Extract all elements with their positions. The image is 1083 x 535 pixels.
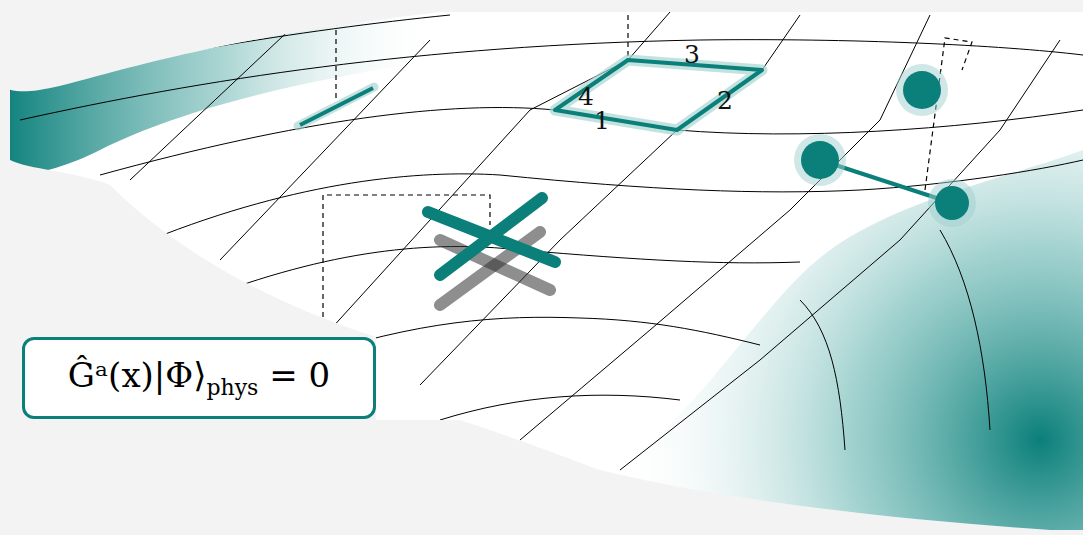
- link-number: 3: [684, 42, 700, 67]
- gauss-law-equation: Ĝᵃ(x)|Φ⟩phys = 0: [68, 355, 373, 401]
- constraint-box: Ĝᵃ(x)|Φ⟩phys = 0: [22, 337, 376, 419]
- link-number: 1: [594, 108, 610, 133]
- link-number: 4: [578, 84, 594, 109]
- link-number: 2: [717, 88, 733, 113]
